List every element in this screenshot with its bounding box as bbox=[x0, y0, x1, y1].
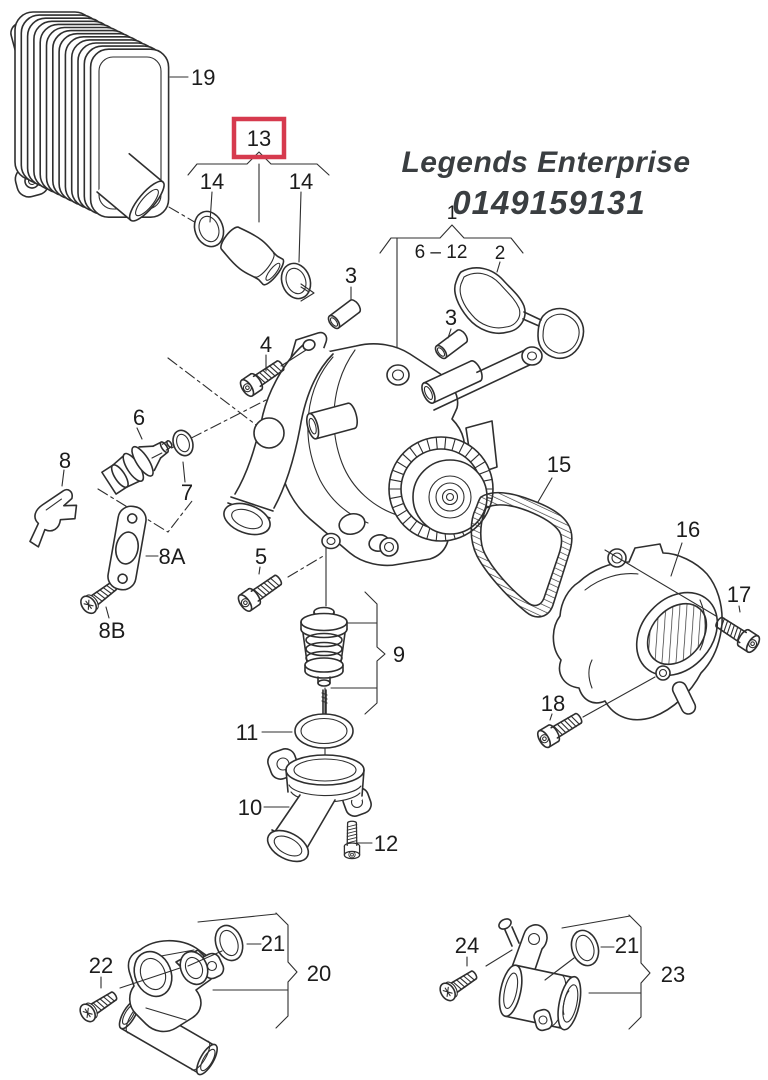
o-ring-7 bbox=[172, 429, 194, 457]
pump-sleeve-bushing bbox=[421, 360, 483, 404]
part-label-19: 19 bbox=[191, 65, 215, 90]
cooler-outlet-spigot bbox=[96, 152, 165, 222]
part-label-3-lower: 3 bbox=[445, 305, 457, 330]
part-label-4: 4 bbox=[260, 332, 272, 357]
part-label-18: 18 bbox=[541, 691, 565, 716]
part-label-21-right: 21 bbox=[615, 933, 639, 958]
retaining-clip bbox=[29, 488, 78, 548]
oil-cooler bbox=[10, 11, 170, 222]
part-label-8a: 8A bbox=[159, 544, 186, 569]
watermark-line2: 0149159131 bbox=[452, 184, 646, 221]
part-label-23: 23 bbox=[661, 962, 685, 987]
coupling-piece-13 bbox=[220, 226, 285, 286]
part-label-17: 17 bbox=[727, 582, 751, 607]
part-label-22: 22 bbox=[89, 953, 113, 978]
part-label-12: 12 bbox=[374, 831, 398, 856]
part-label-9: 9 bbox=[393, 642, 405, 667]
part-label-13: 13 bbox=[247, 126, 271, 151]
o-ring-14-right bbox=[280, 262, 312, 300]
part-label-14-left: 14 bbox=[200, 169, 224, 194]
thermostat bbox=[300, 606, 348, 723]
pump-pulley bbox=[388, 436, 494, 542]
part-label-16: 16 bbox=[676, 517, 700, 542]
part-label-7: 7 bbox=[181, 480, 193, 505]
watermark-line1: Legends Enterprise bbox=[401, 146, 690, 179]
coupling-pipe-assembly bbox=[193, 210, 315, 302]
part-range-label: 6 – 12 bbox=[415, 242, 468, 263]
o-ring-21-right bbox=[570, 929, 600, 967]
part-label-14-right: 14 bbox=[289, 169, 313, 194]
o-ring-14-left bbox=[193, 210, 225, 248]
axis-arrowhead bbox=[300, 283, 315, 302]
coolant-flange bbox=[485, 918, 600, 1032]
part-label-8b: 8B bbox=[99, 618, 126, 643]
part-label-2: 2 bbox=[495, 243, 506, 264]
part-label-24: 24 bbox=[455, 933, 479, 958]
part-label-20: 20 bbox=[307, 961, 331, 986]
leader-lines bbox=[61, 76, 741, 1030]
o-ring-11 bbox=[294, 713, 354, 749]
part-label-21-left: 21 bbox=[261, 931, 285, 956]
part-label-1: 1 bbox=[447, 203, 458, 224]
gasket bbox=[453, 267, 585, 360]
water-pump-assembly bbox=[223, 331, 543, 567]
part-label-11: 11 bbox=[236, 720, 259, 745]
part-label-6: 6 bbox=[133, 405, 145, 430]
part-label-10: 10 bbox=[238, 795, 262, 820]
part-label-15: 15 bbox=[547, 452, 571, 477]
part-label-3-upper: 3 bbox=[345, 263, 357, 288]
outlet-housing bbox=[266, 748, 372, 863]
coolant-pipe-union bbox=[118, 924, 244, 1076]
part-label-8: 8 bbox=[59, 448, 71, 473]
watermark: Legends Enterprise 0149159131 bbox=[401, 146, 690, 221]
part-labels: 19 13 14 14 1 6 – 12 2 3 3 4 5 6 7 8 8A … bbox=[59, 65, 751, 987]
pump-cover bbox=[552, 543, 723, 721]
pump-port-stub bbox=[305, 402, 358, 440]
sensor-gasket-plate bbox=[107, 505, 147, 591]
part-label-5: 5 bbox=[255, 544, 267, 569]
highlight-box bbox=[231, 116, 287, 160]
cover-opening bbox=[646, 602, 708, 666]
coolant-sensor bbox=[101, 439, 173, 495]
flange-barrel bbox=[498, 964, 582, 1031]
timing-belt bbox=[470, 491, 573, 618]
o-ring-21-left bbox=[214, 924, 244, 962]
